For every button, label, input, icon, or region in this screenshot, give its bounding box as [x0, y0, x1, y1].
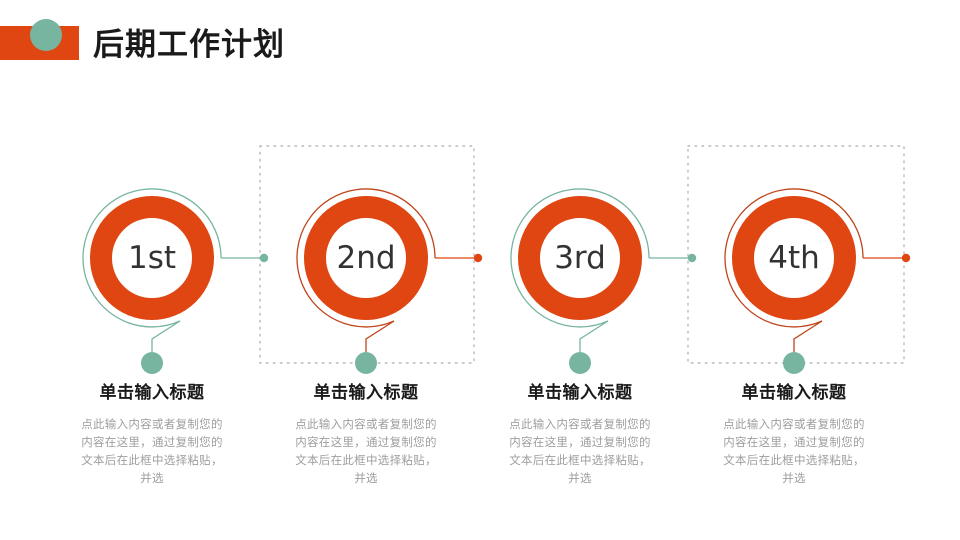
step-3-body: 点此输入内容或者复制您的内容在这里，通过复制您的文本后在此框中选择粘贴，并选 [509, 417, 651, 485]
step-2-title: 单击输入标题 [313, 383, 419, 403]
step-2-arc [296, 188, 436, 328]
step-2-body: 点此输入内容或者复制您的内容在这里，通过复制您的文本后在此框中选择粘贴，并选 [295, 417, 437, 485]
step-4-arc [724, 188, 864, 328]
step-4-number: 4th [768, 240, 820, 276]
step-1-number: 1st [127, 240, 177, 276]
dotted-frame-1 [259, 145, 475, 364]
step-4-title: 单击输入标题 [741, 383, 847, 403]
step-1-title: 单击输入标题 [99, 383, 205, 403]
step-4-right-dot-icon [901, 253, 911, 263]
step-2-ring [304, 196, 428, 320]
step-2-bottom-dot-icon [355, 352, 377, 374]
step-1-text-block: 单击输入标题 点此输入内容或者复制您的内容在这里，通过复制您的文本后在此框中选择… [45, 382, 259, 487]
step-4-text-block: 单击输入标题 点此输入内容或者复制您的内容在这里，通过复制您的文本后在此框中选择… [687, 382, 901, 487]
step-3-title: 单击输入标题 [527, 383, 633, 403]
step-4-body: 点此输入内容或者复制您的内容在这里，通过复制您的文本后在此框中选择粘贴，并选 [723, 417, 865, 485]
step-3-text-block: 单击输入标题 点此输入内容或者复制您的内容在这里，通过复制您的文本后在此框中选择… [473, 382, 687, 487]
step-node-4[interactable] [724, 188, 911, 374]
step-3-bottom-dot-icon [569, 352, 591, 374]
step-3-connector-bottom [579, 320, 609, 352]
step-1-body: 点此输入内容或者复制您的内容在这里，通过复制您的文本后在此框中选择粘贴，并选 [81, 417, 223, 485]
step-2-connector-bottom [365, 320, 395, 352]
step-1-arc [82, 188, 222, 328]
step-3-arc [510, 188, 650, 328]
step-3-number: 3rd [554, 240, 606, 276]
step-3-right-dot-icon [687, 253, 697, 263]
step-node-3[interactable] [510, 188, 697, 374]
page-title: 后期工作计划 [93, 27, 285, 63]
step-1-connector-bottom [151, 320, 181, 352]
step-node-2[interactable] [296, 188, 483, 374]
step-4-bottom-dot-icon [783, 352, 805, 374]
step-3-ring [518, 196, 642, 320]
step-node-1[interactable] [82, 188, 269, 374]
step-1-bottom-dot-icon [141, 352, 163, 374]
step-4-ring [732, 196, 856, 320]
step-1-right-dot-icon [259, 253, 269, 263]
step-2-text-block: 单击输入标题 点此输入内容或者复制您的内容在这里，通过复制您的文本后在此框中选择… [259, 382, 473, 487]
slide-header: 后期工作计划 [0, 0, 960, 100]
step-4-connector-bottom [793, 320, 823, 352]
step-2-number: 2nd [336, 240, 396, 276]
step-1-ring [90, 196, 214, 320]
header-accent-circle-icon [30, 19, 62, 51]
step-2-right-dot-icon [473, 253, 483, 263]
